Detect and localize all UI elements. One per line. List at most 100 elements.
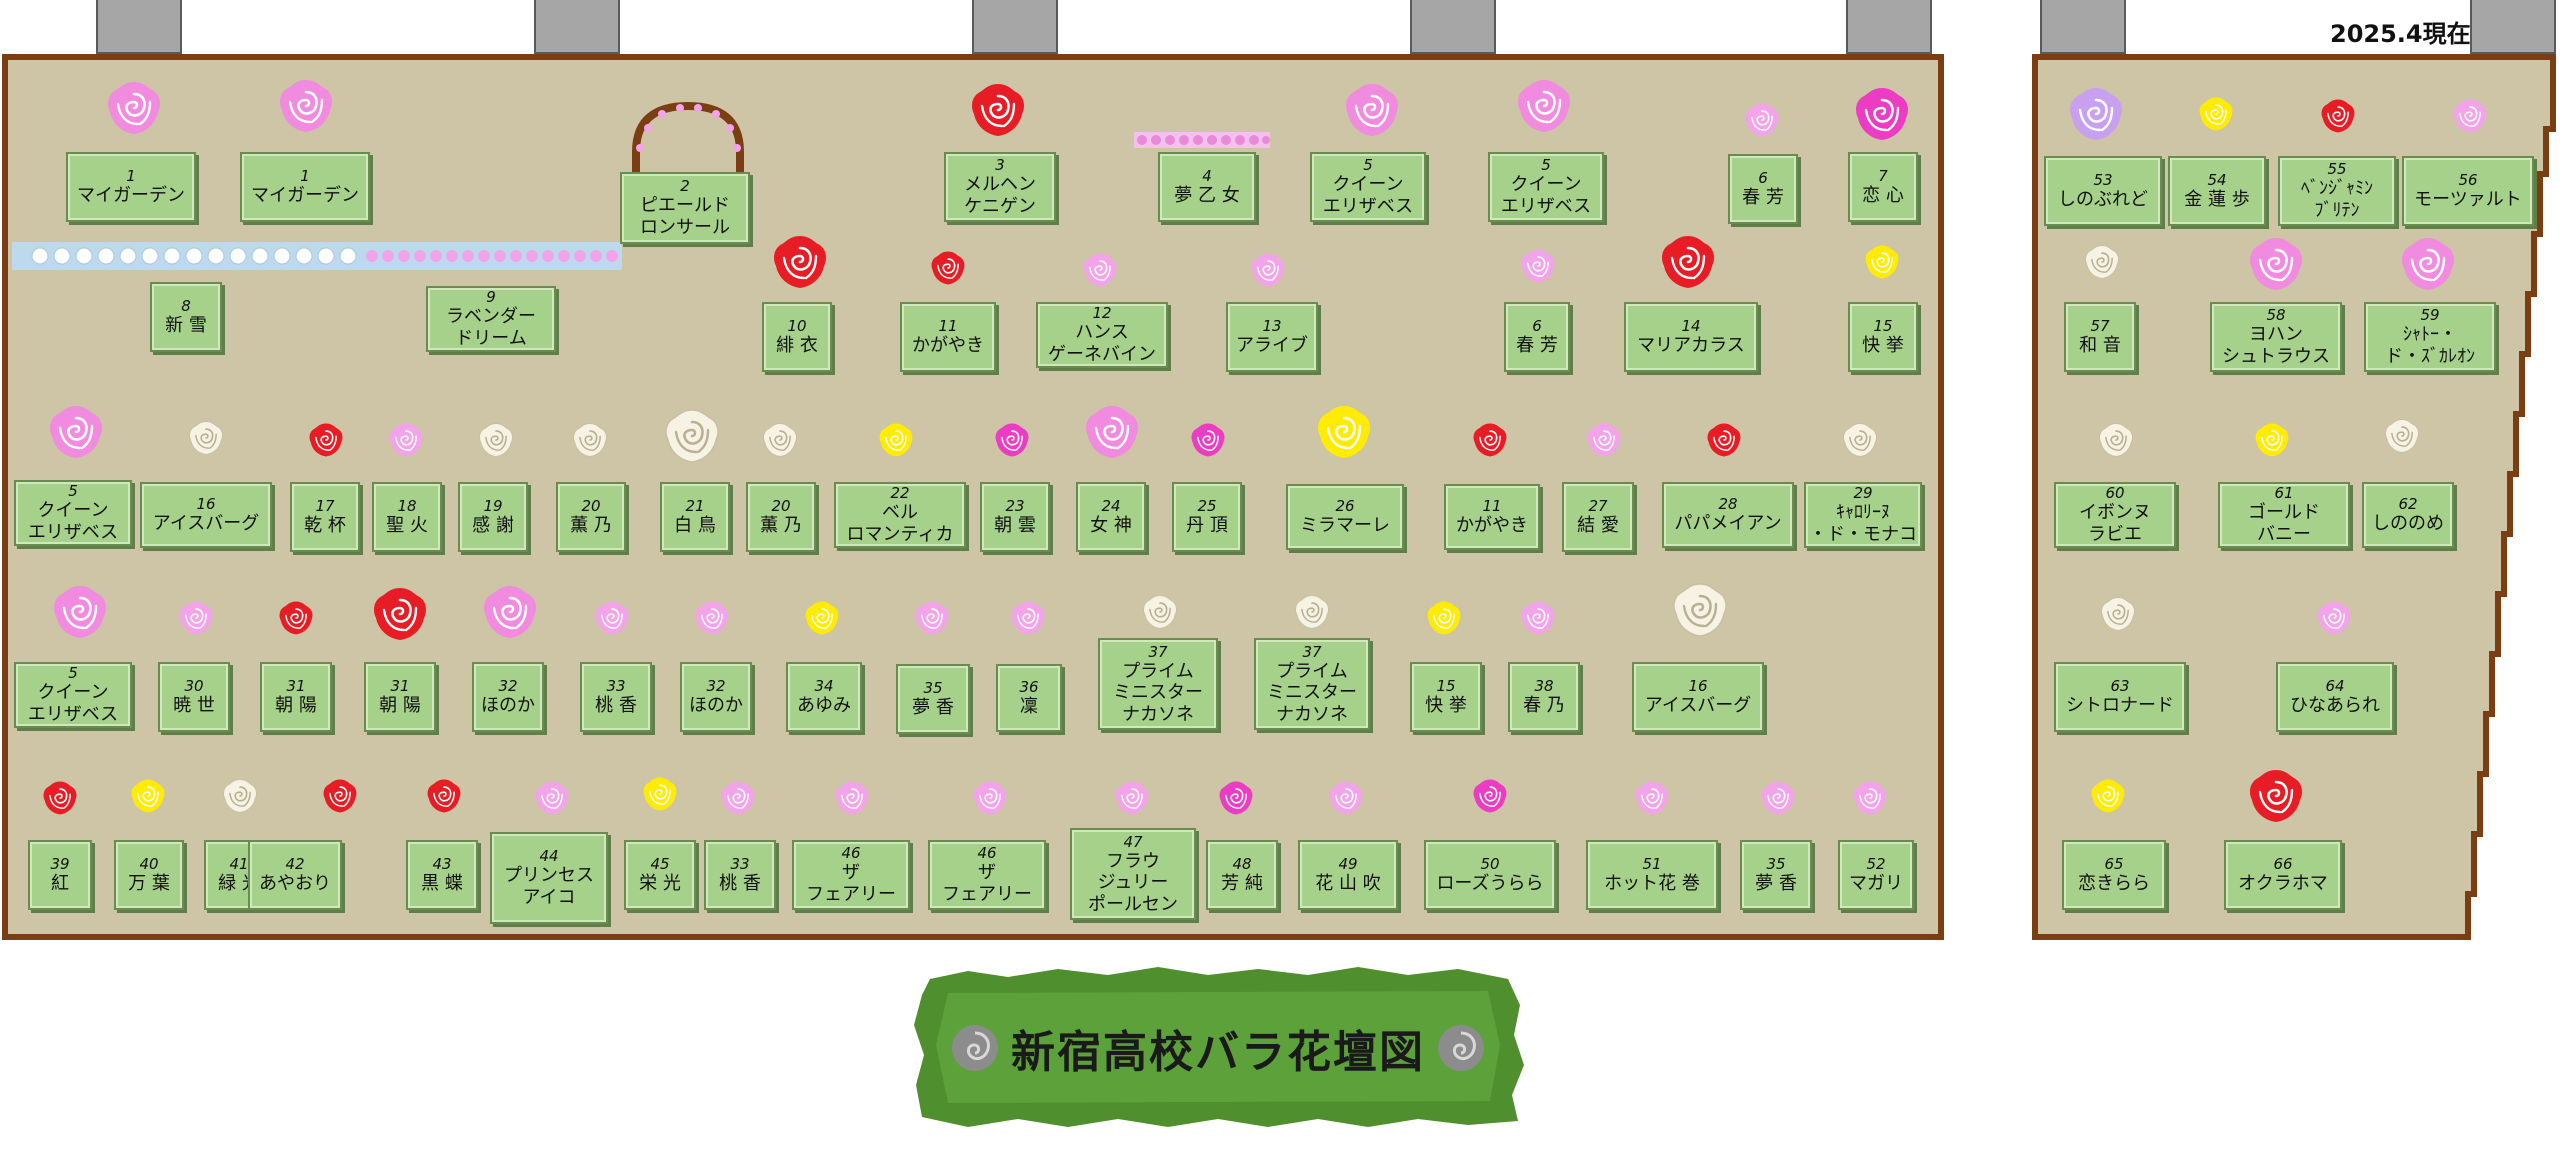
variety-name: あやおり <box>259 873 331 895</box>
rose-icon <box>763 423 797 457</box>
plate-number: 46 <box>977 844 997 863</box>
rose-icon <box>1707 423 1741 457</box>
plate-number: 49 <box>1338 855 1358 874</box>
variety-name: パパメイアン <box>1674 513 1782 535</box>
variety-name: クイーン エリザベス <box>1322 174 1414 217</box>
rose-icon <box>2255 423 2289 457</box>
hanging-post <box>1846 0 1932 54</box>
variety-name: ザ フェアリー <box>942 862 1032 905</box>
rose-icon <box>973 781 1007 815</box>
plate-number: 31 <box>286 677 306 696</box>
plate-number: 17 <box>315 497 335 516</box>
rose-icon <box>1473 779 1507 813</box>
rose-icon <box>995 423 1029 457</box>
rose-icon <box>1853 781 1887 815</box>
variety-name: 夢 香 <box>912 697 954 719</box>
rose-icon <box>1521 249 1555 283</box>
variety-name: 薫 乃 <box>570 515 612 537</box>
rose-icon <box>2321 99 2355 133</box>
rose-icon <box>1329 781 1363 815</box>
rose-icon <box>2070 88 2122 140</box>
rose-icon <box>2402 238 2454 290</box>
plate-number: 16 <box>196 495 216 514</box>
variety-name: プライム ミニスター ナカソネ <box>1267 660 1357 725</box>
variety-name: ｼｬﾄｰ・ ド・ｽﾞｶﾚｵﾝ <box>2385 324 2475 367</box>
rose-icon <box>1662 236 1714 288</box>
variety-name: しのぶれど <box>2058 189 2148 211</box>
rose-icon <box>108 82 160 134</box>
variety-name: 金 蓮 歩 <box>2184 189 2250 211</box>
plate-number: 14 <box>1681 317 1701 336</box>
variety-name: マガリ <box>1849 873 1903 895</box>
plate-number: 15 <box>1873 317 1893 336</box>
plate-number: 64 <box>2325 677 2345 696</box>
rose-icon <box>54 586 106 638</box>
rose-icon <box>2091 779 2125 813</box>
variety-name: マリアカラス <box>1637 335 1745 357</box>
plate-number: 8 <box>181 297 191 316</box>
variety-name: 女 神 <box>1090 515 1132 537</box>
plate-number: 38 <box>1534 677 1554 696</box>
rose-icon <box>879 423 913 457</box>
variety-name: 結 愛 <box>1577 515 1619 537</box>
plate-number: 36 <box>1019 678 1039 697</box>
plate-number: 51 <box>1642 855 1662 874</box>
rose-icon <box>279 601 313 635</box>
variety-name: 和 音 <box>2079 335 2121 357</box>
rose-icon <box>280 80 332 132</box>
variety-name: オクラホマ <box>2238 873 2328 895</box>
rose-icon <box>1865 245 1899 279</box>
rose-icon <box>1843 423 1877 457</box>
variety-name: あゆみ <box>797 695 851 717</box>
plate-number: 29 <box>1853 484 1873 503</box>
plate-number: 2 <box>680 177 690 196</box>
rose-icon <box>643 777 677 811</box>
plate-number: 34 <box>814 677 834 696</box>
rose-icon <box>179 601 213 635</box>
plate-number: 63 <box>2110 677 2130 696</box>
title-banner: 新宿高校バラ花壇図 <box>908 965 1528 1130</box>
variety-name: 緋 衣 <box>776 335 818 357</box>
plate-number: 5 <box>68 482 78 501</box>
variety-name: 快 挙 <box>1425 695 1467 717</box>
rose-icon <box>1473 423 1507 457</box>
rose-icon <box>1011 601 1045 635</box>
variety-name: モーツァルト <box>2414 189 2522 211</box>
rose-icon <box>835 781 869 815</box>
date-label: 2025.4現在 <box>2330 20 2471 48</box>
rose-icon <box>2101 597 2135 631</box>
plate-number: 33 <box>730 855 750 874</box>
rose-icon <box>427 779 461 813</box>
plate-number: 44 <box>539 847 559 866</box>
variety-name: 春 乃 <box>1523 695 1565 717</box>
plate-number: 33 <box>606 677 626 696</box>
hanging-post <box>96 0 182 54</box>
variety-name: 万 葉 <box>128 873 170 895</box>
